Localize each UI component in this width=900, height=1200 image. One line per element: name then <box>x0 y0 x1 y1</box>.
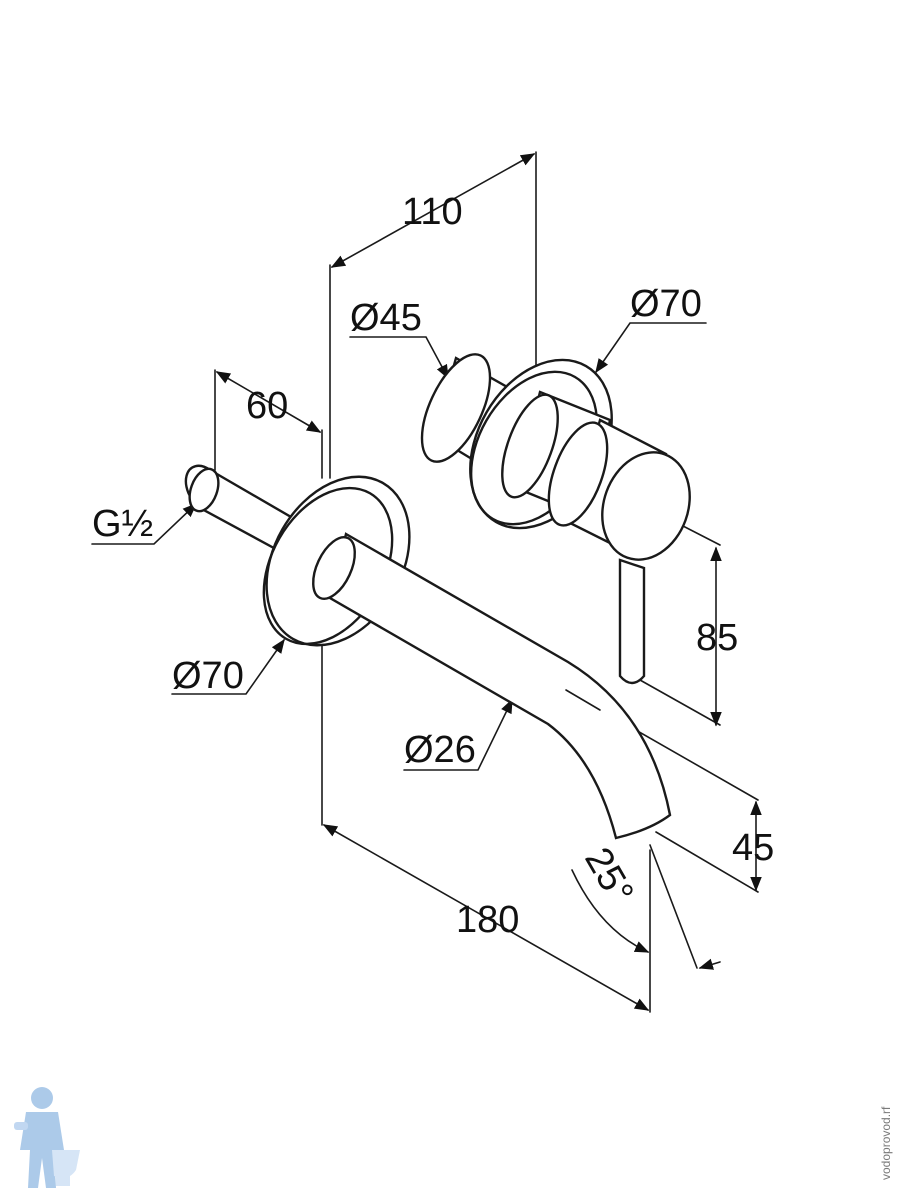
label-diameter-70-right: Ø70 <box>630 283 702 325</box>
dimension-labels: 110 60 Ø45 Ø70 G½ Ø70 Ø26 85 45 25° 180 <box>92 191 774 941</box>
leader-lines <box>91 322 707 771</box>
dimension-lines <box>215 153 762 1011</box>
dim-line-60 <box>215 371 322 433</box>
label-25-degrees: 25° <box>576 841 641 912</box>
label-60: 60 <box>246 385 288 427</box>
label-180: 180 <box>456 899 519 941</box>
label-85: 85 <box>696 617 738 659</box>
label-thread: G½ <box>92 503 153 545</box>
spout <box>328 532 672 840</box>
lever <box>618 558 646 685</box>
dim-arc-25 <box>571 869 650 953</box>
plumber-logo-icon <box>14 1087 80 1188</box>
watermark-side-text: vodoprovod.rf <box>879 1106 893 1180</box>
label-diameter-45: Ø45 <box>350 297 422 339</box>
mixer-assembly <box>420 353 691 685</box>
spout-assembly <box>184 464 672 840</box>
label-diameter-26: Ø26 <box>404 729 476 771</box>
label-45: 45 <box>732 827 774 869</box>
label-diameter-70-left: Ø70 <box>172 655 244 697</box>
label-110: 110 <box>402 191 463 233</box>
dim-line-180 <box>322 824 650 1011</box>
handle-cap <box>601 451 691 561</box>
dim-line-110 <box>330 153 536 268</box>
